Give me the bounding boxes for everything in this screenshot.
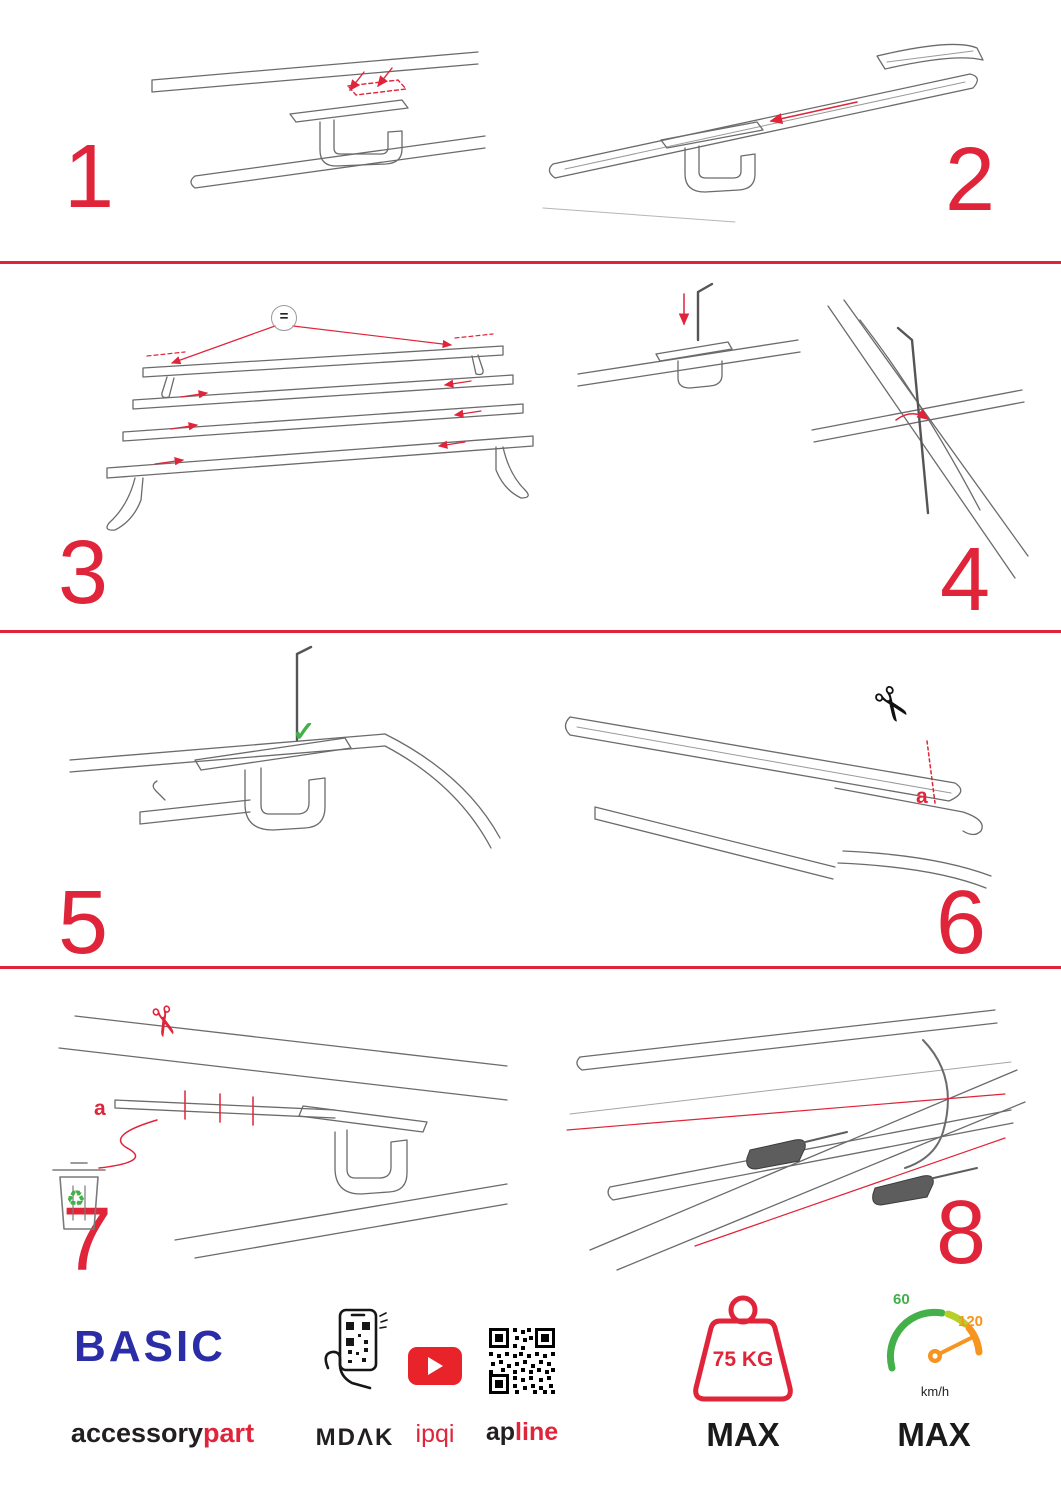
step-2-illustration — [542, 43, 984, 223]
speed-60-label: 60 — [893, 1291, 910, 1308]
accessory-text: accessory — [70, 1418, 204, 1448]
step-4-number: 4 — [940, 530, 991, 630]
step-6-number: 6 — [936, 873, 987, 973]
allen-key-icon — [295, 645, 313, 742]
step-5-number: 5 — [58, 873, 109, 973]
step-2-number: 2 — [945, 130, 996, 230]
step-7-illustration — [52, 1015, 508, 1259]
youtube-icon — [408, 1347, 462, 1385]
part-a-label: a — [916, 785, 928, 808]
section-divider-2 — [0, 630, 1061, 633]
mdak-logo: MDΛK — [315, 1424, 395, 1451]
speed-max-label: MAX — [897, 1416, 971, 1453]
ap-text: ap — [485, 1418, 516, 1446]
step-5-illustration — [69, 645, 501, 849]
weight-limit-icon — [693, 1295, 793, 1402]
ipqi-logo: ipqi — [415, 1420, 455, 1448]
section-divider-3 — [0, 966, 1061, 969]
part-text: part — [203, 1418, 255, 1448]
section-divider-1 — [0, 261, 1061, 264]
allen-key-icon — [696, 282, 930, 515]
mdak-phone-qr-icon — [324, 1308, 388, 1390]
basic-logo: BASIC — [70, 1322, 230, 1372]
trash-bin-icon — [52, 1162, 106, 1230]
step-3-illustration — [106, 325, 534, 531]
step-3-number: 3 — [58, 523, 109, 623]
step-7-number: 7 — [62, 1190, 113, 1290]
check-icon: ✓ — [292, 716, 316, 747]
speed-unit-label: km/h — [920, 1384, 950, 1399]
equal-spacing-label: = — [271, 305, 297, 331]
part-a-label: a — [94, 1097, 106, 1120]
step-8-number: 8 — [936, 1183, 987, 1283]
step-4-illustration — [577, 282, 1029, 579]
step-1-number: 1 — [64, 127, 115, 227]
step-1-illustration — [151, 51, 486, 189]
weight-max-label: MAX — [706, 1416, 780, 1453]
play-triangle-icon — [427, 1357, 443, 1375]
accessorypart-logo: accessorypart — [55, 1418, 270, 1449]
weight-limit-value: 75 KG — [712, 1348, 774, 1371]
line-text: line — [515, 1418, 559, 1446]
basic-wordmark: BASIC — [74, 1322, 226, 1371]
apline-logo: apline — [478, 1418, 566, 1447]
strap-buckle-icon — [746, 1139, 934, 1206]
step-8-illustration — [566, 1009, 1026, 1271]
recycle-icon: ♻ — [66, 1186, 86, 1211]
speedometer-icon — [886, 1308, 983, 1372]
qr-code — [487, 1326, 557, 1396]
speed-120-label: 120 — [958, 1313, 984, 1330]
step-6-illustration — [564, 716, 992, 889]
